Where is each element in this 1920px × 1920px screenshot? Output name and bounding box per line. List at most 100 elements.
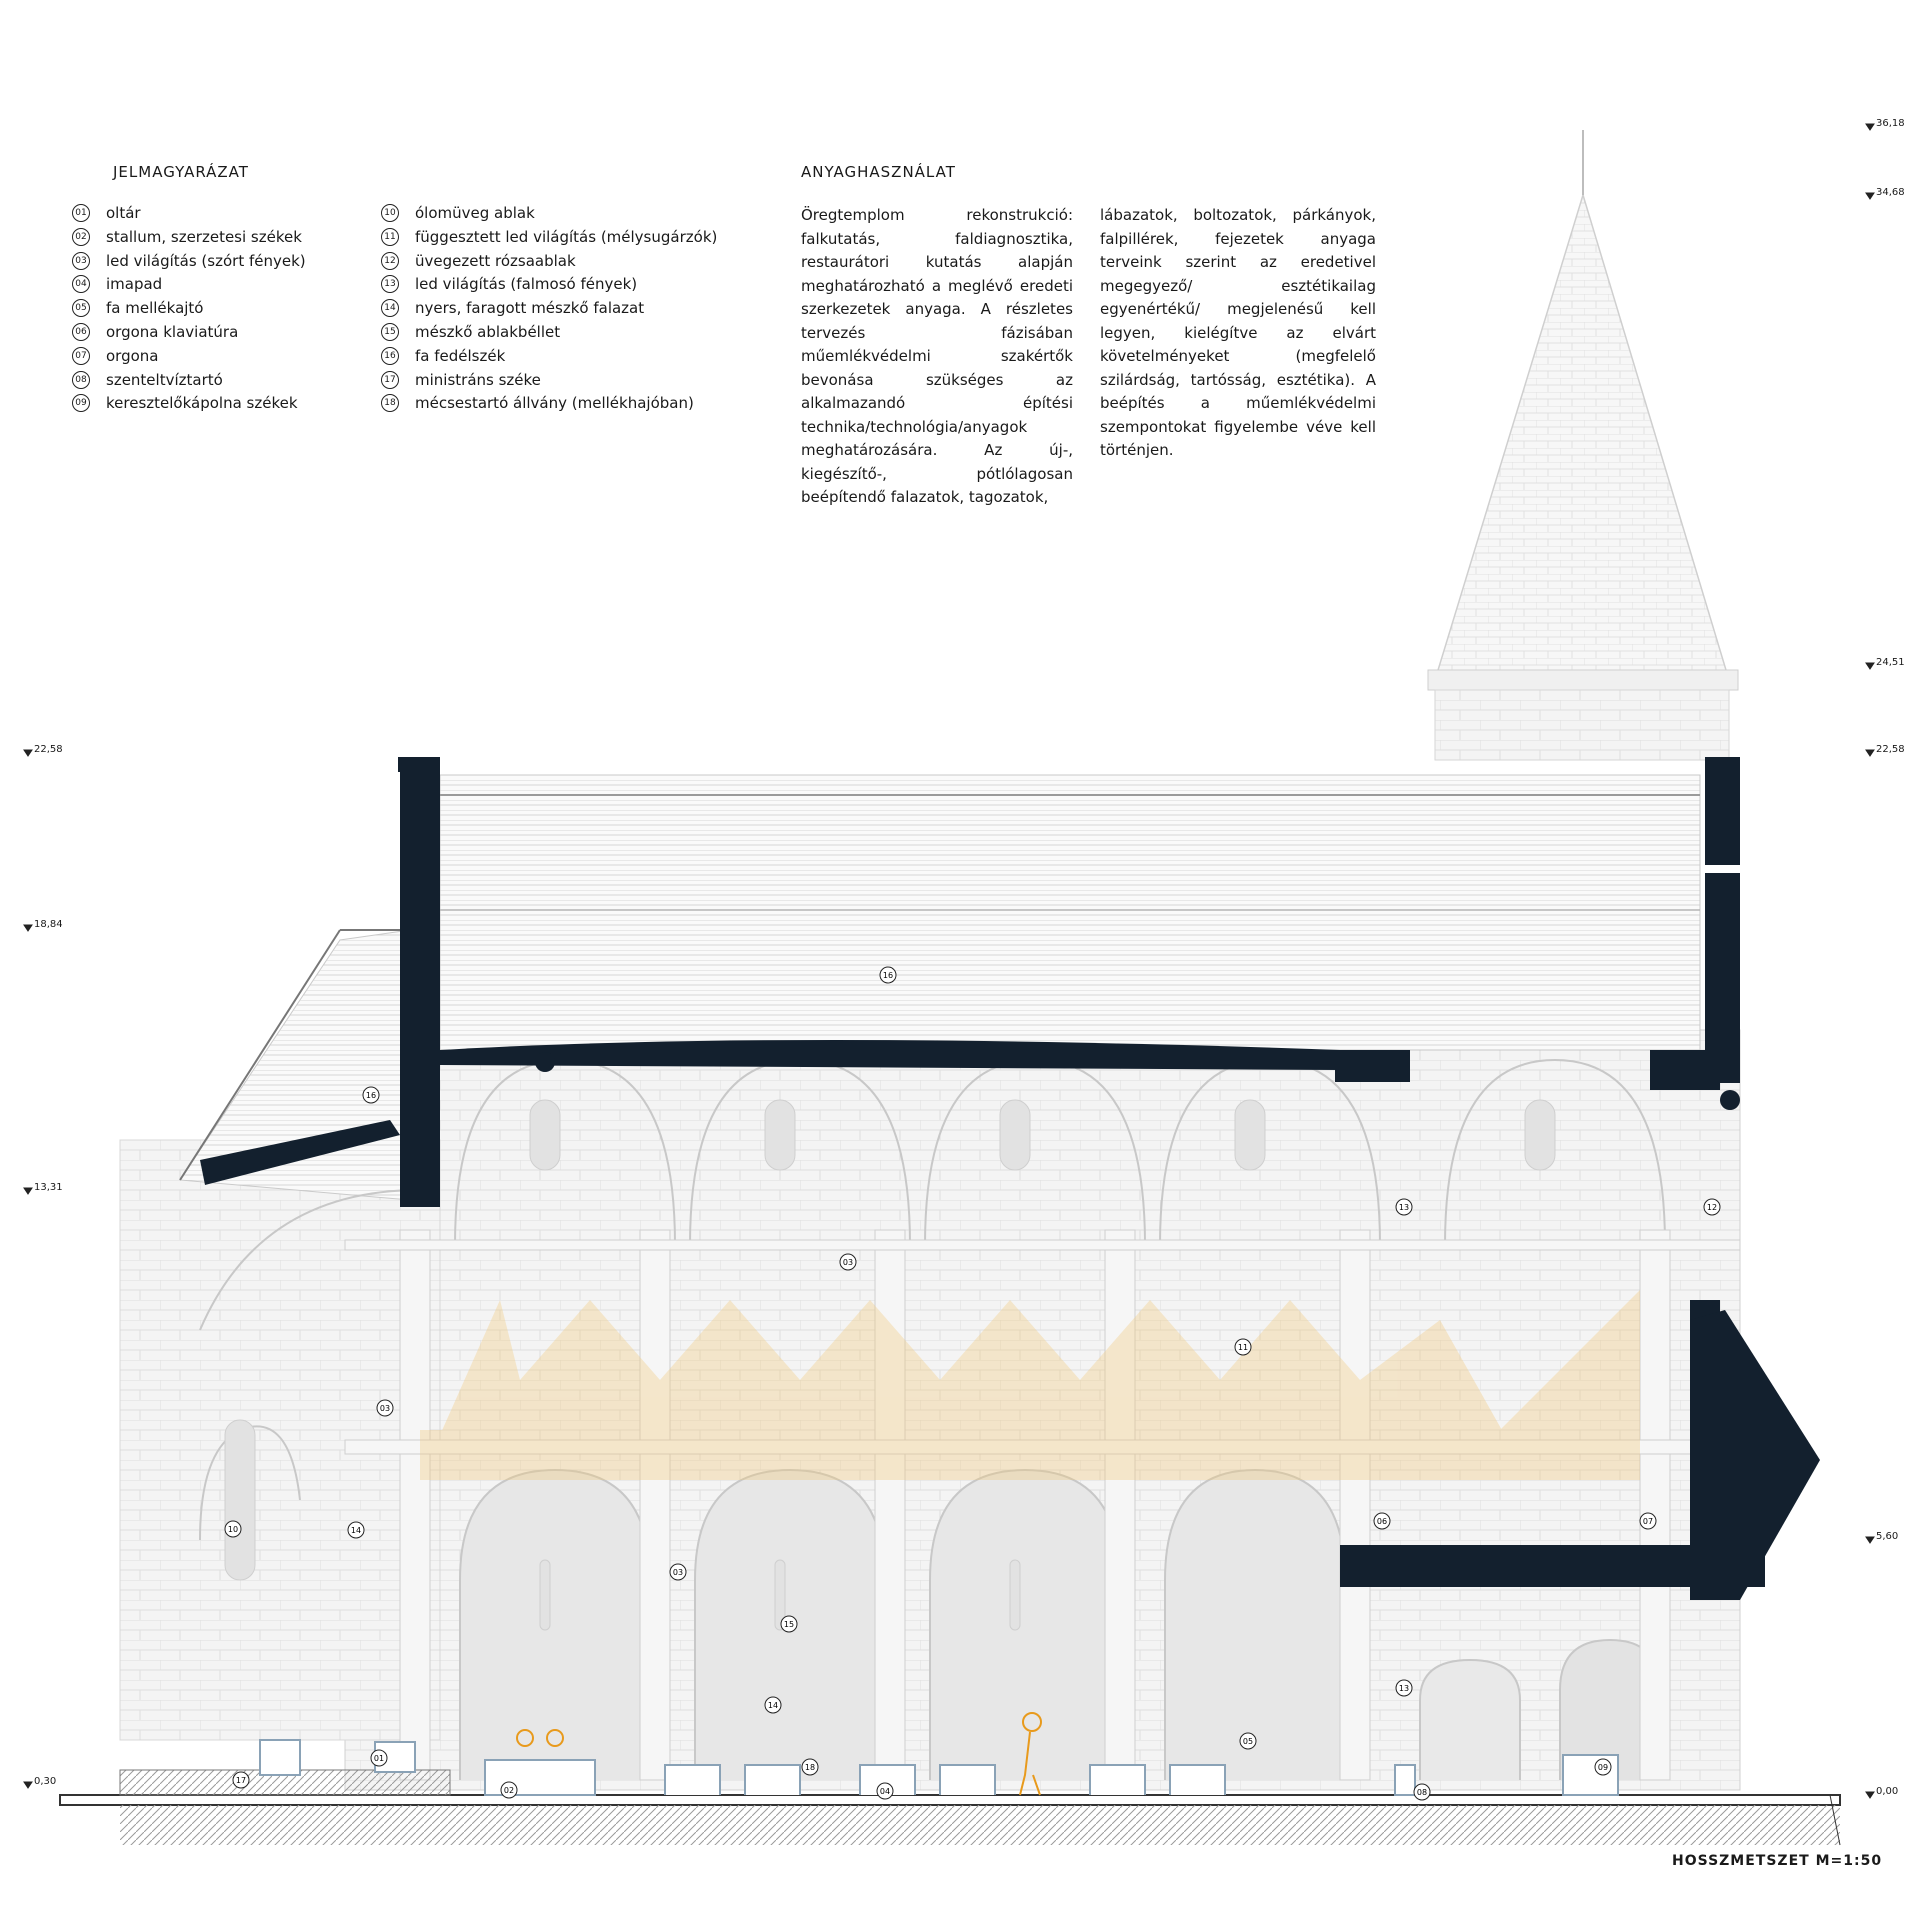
callout-circle — [839, 1253, 857, 1271]
callout-circle — [1413, 1783, 1431, 1801]
level-right-4: 22,58 — [1876, 744, 1905, 755]
callout-circle — [362, 1086, 380, 1104]
level-right-5: 5,60 — [1876, 1531, 1899, 1542]
level-right-3: 24,51 — [1876, 657, 1905, 668]
legend-label: mécsestartó állvány (mellékhajóban) — [415, 394, 694, 413]
furniture — [259, 1739, 1619, 1796]
legend-number: 12 — [381, 251, 399, 270]
windows — [224, 1099, 1556, 1631]
callout-number: 15 — [784, 1620, 794, 1629]
legend-label: orgona — [106, 346, 159, 365]
callout-tag: 03 — [669, 1563, 687, 1581]
callout-tag: 11 — [1234, 1338, 1252, 1356]
callout-tag: 16 — [362, 1086, 380, 1104]
callout-number: 16 — [883, 971, 893, 980]
callout-tag: 04 — [876, 1782, 894, 1800]
legend-number: 16 — [381, 346, 399, 365]
legend-label: oltár — [106, 204, 141, 222]
legend-number: 04 — [72, 275, 90, 294]
callout-tag: 05 — [1239, 1732, 1257, 1750]
callout-tag: 07 — [1639, 1512, 1657, 1530]
materials-text-col-1: Öregtemplom rekonstrukció: falkutatás, f… — [801, 206, 1073, 506]
legend-label: mészkő ablakbéllet — [415, 323, 561, 341]
callout-circle — [1239, 1732, 1257, 1750]
callout-tag: 02 — [500, 1781, 518, 1799]
legend-label: ministráns széke — [415, 370, 541, 389]
callout-circle — [1373, 1512, 1391, 1530]
callout-circle — [500, 1781, 518, 1799]
legend-number: 18 — [381, 394, 399, 413]
callout-number: 03 — [843, 1258, 853, 1267]
legend-number: 15 — [381, 323, 399, 341]
callout-tag: 14 — [347, 1521, 365, 1539]
callout-number: 03 — [380, 1404, 390, 1413]
legend-label: ólomüveg ablak — [415, 204, 535, 222]
legend-label: keresztelőkápolna székek — [106, 394, 298, 413]
callout-tag: 13 — [1395, 1679, 1413, 1697]
legend-number: 17 — [381, 370, 399, 389]
legend-number: 09 — [72, 394, 90, 413]
section-cut — [200, 757, 1820, 1600]
callout-circle — [1234, 1338, 1252, 1356]
callout-tag: 01 — [370, 1749, 388, 1767]
callout-tag: 03 — [839, 1253, 857, 1271]
callout-circle — [801, 1758, 819, 1776]
legend-label: led világítás (falmosó fények) — [415, 275, 638, 294]
legend-number: 14 — [381, 299, 399, 318]
light-zone — [420, 1290, 1640, 1480]
level-right-2: 34,68 — [1876, 187, 1905, 198]
legend-number: 13 — [381, 275, 399, 294]
callout-tag: 15 — [780, 1615, 798, 1633]
callout-circle — [876, 1782, 894, 1800]
callout-number: 16 — [366, 1091, 376, 1100]
callout-number: 14 — [768, 1701, 778, 1710]
callout-circle — [1395, 1198, 1413, 1216]
callout-circle — [1594, 1758, 1612, 1776]
callout-tag: 13 — [1395, 1198, 1413, 1216]
level-left-2: 18,84 — [34, 919, 63, 930]
legend-number: 11 — [381, 227, 399, 246]
materials-title: ANYAGHASZNÁLAT — [801, 163, 956, 181]
legend-label: fa mellékajtó — [106, 299, 204, 318]
callout-tag: 14 — [764, 1696, 782, 1714]
callout-number: 06 — [1377, 1517, 1387, 1526]
callout-circle — [764, 1696, 782, 1714]
callout-tag: 08 — [1413, 1783, 1431, 1801]
level-right-1: 36,18 — [1876, 118, 1905, 129]
callout-number: 08 — [1417, 1788, 1427, 1797]
callout-number: 07 — [1643, 1517, 1653, 1526]
callout-number: 02 — [504, 1786, 514, 1795]
callout-number: 03 — [673, 1568, 683, 1577]
callout-number: 05 — [1243, 1737, 1253, 1746]
callout-number: 12 — [1707, 1203, 1717, 1212]
legend-number: 01 — [72, 204, 90, 222]
legend-label: üvegezett rózsaablak — [415, 251, 576, 270]
callout-circle — [370, 1749, 388, 1767]
legend-label: függesztett led világítás (mélysugárzók) — [415, 227, 718, 246]
legend-number: 06 — [72, 323, 90, 341]
callout-circle — [347, 1521, 365, 1539]
callout-circle — [1639, 1512, 1657, 1530]
callout-number: 13 — [1399, 1684, 1409, 1693]
callout-circle — [224, 1520, 242, 1538]
callout-tag: 16 — [879, 966, 897, 984]
legend-number: 08 — [72, 370, 90, 389]
legend-label: fa fedélszék — [415, 346, 506, 365]
callout-tag: 03 — [376, 1399, 394, 1417]
legend-label: nyers, faragott mészkő falazat — [415, 299, 645, 318]
callout-number: 01 — [374, 1754, 384, 1763]
legend-label: imapad — [106, 275, 163, 294]
callout-circle — [376, 1399, 394, 1417]
level-markers — [23, 123, 1875, 1799]
level-left-4: 0,30 — [34, 1776, 57, 1787]
callout-circle — [1703, 1198, 1721, 1216]
materials-text-col-2: lábazatok, boltozatok, párkányok, falpil… — [1100, 206, 1376, 459]
tower — [1427, 130, 1739, 761]
callout-tag: 12 — [1703, 1198, 1721, 1216]
level-left-3: 13,31 — [34, 1182, 63, 1193]
callout-circle — [669, 1563, 687, 1581]
callout-tag: 17 — [232, 1771, 250, 1789]
callout-circle — [780, 1615, 798, 1633]
